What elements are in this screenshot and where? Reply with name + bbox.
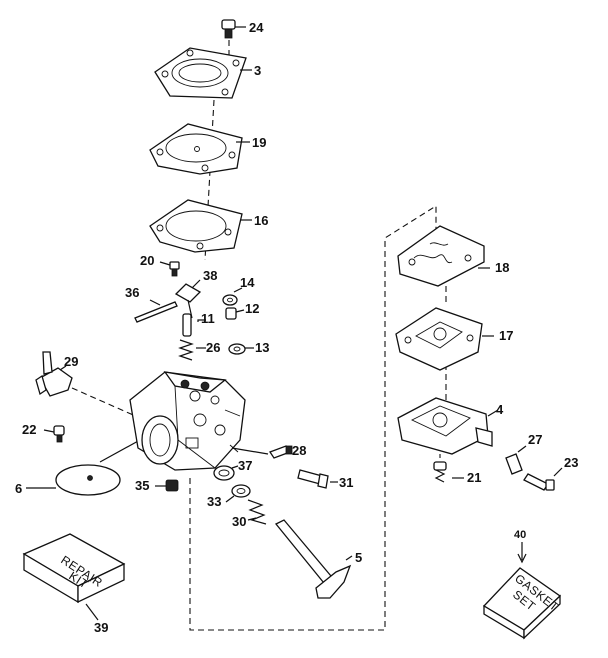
part-38-metering-lever — [174, 279, 202, 319]
label-19: 19 — [252, 135, 266, 150]
label-12: 12 — [245, 301, 259, 316]
part-19-diaphragm — [149, 123, 250, 175]
part-26-spring — [178, 339, 206, 361]
label-3: 3 — [254, 63, 261, 78]
label-20: 20 — [140, 253, 154, 268]
part-37-washer — [213, 465, 239, 481]
label-24: 24 — [249, 20, 264, 35]
part-30-spring — [247, 499, 267, 525]
part-20-screw — [159, 261, 180, 277]
label-13: 13 — [255, 340, 269, 355]
label-23: 23 — [564, 455, 578, 470]
label-36: 36 — [125, 285, 139, 300]
label-30: 30 — [232, 514, 246, 529]
label-33: 33 — [207, 494, 221, 509]
pump-bracket-dash — [189, 205, 437, 631]
part-18-pump-gasket — [397, 225, 490, 287]
label-27: 27 — [528, 432, 542, 447]
label-40: 40 — [514, 529, 526, 541]
part-36-pin — [134, 299, 178, 323]
part-22-screw — [43, 425, 65, 443]
label-29: 29 — [64, 354, 78, 369]
part-29-fuel-inlet-fitting — [35, 351, 73, 397]
part-33-washer — [225, 484, 251, 503]
label-14: 14 — [240, 275, 255, 290]
part-14-washer — [222, 287, 243, 306]
part-11-inlet-needle — [182, 313, 206, 337]
part-39-repair-kit: REPAIR KIT — [22, 533, 126, 621]
part-24-screw — [221, 19, 246, 39]
label-39: 39 — [94, 620, 108, 635]
part-17-pump-body — [395, 307, 494, 371]
label-4: 4 — [496, 402, 504, 417]
label-11: 11 — [201, 311, 215, 326]
label-18: 18 — [495, 260, 509, 275]
label-37: 37 — [238, 458, 252, 473]
label-22: 22 — [22, 422, 36, 437]
part-3-cover-plate — [154, 47, 252, 99]
part-12-plug — [225, 307, 245, 320]
fuel-inlet-dash — [71, 387, 141, 419]
part-27-fitting — [505, 445, 527, 475]
part-23-adjust-screw — [523, 467, 563, 491]
part-5-throttle-shaft — [274, 519, 353, 599]
part-13-washer — [228, 343, 254, 355]
label-16: 16 — [254, 213, 268, 228]
label-26: 26 — [206, 340, 220, 355]
label-6: 6 — [15, 481, 22, 496]
part-4-pump-housing — [397, 397, 499, 455]
part-35-screw — [155, 479, 179, 492]
label-38: 38 — [203, 268, 217, 283]
label-28: 28 — [292, 443, 306, 458]
label-21: 21 — [467, 470, 481, 485]
label-35: 35 — [135, 478, 149, 493]
part-31-screw — [297, 469, 338, 489]
part-40-gasket-set: GASKET SET — [482, 542, 562, 640]
carburetor-body — [129, 371, 246, 471]
part-16-gasket — [149, 199, 252, 253]
label-17: 17 — [499, 328, 513, 343]
label-31: 31 — [339, 475, 353, 490]
part-28-screw — [231, 445, 293, 459]
part-21-screw — [433, 461, 464, 483]
label-5: 5 — [355, 550, 362, 565]
callout-labels: 24 3 19 16 20 38 14 36 12 11 26 13 29 22… — [15, 20, 578, 635]
part-6-throttle-disc — [26, 439, 141, 496]
